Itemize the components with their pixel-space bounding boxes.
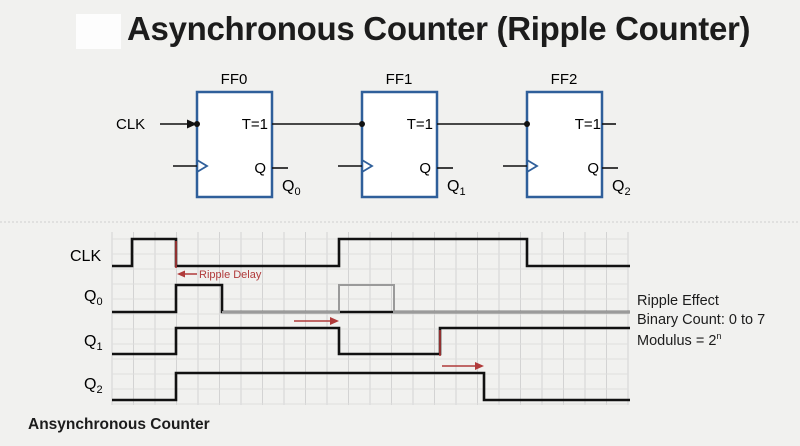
ff2-box — [525, 90, 604, 199]
ff2-t-label: T=1 — [575, 116, 601, 133]
signal-label-q2: Q2 — [84, 376, 103, 396]
flipflop-ff1: FF1 T=1 Q — [360, 71, 439, 199]
circuit: FF0 T=1 Q FF1 T=1 Q FF2 T=1 Q CLK — [116, 71, 631, 199]
clk-waveform — [112, 237, 630, 268]
ff0-q-label: Q — [254, 160, 266, 177]
signal-label-q1: Q1 — [84, 333, 103, 353]
clk-input-label: CLK — [116, 116, 145, 133]
t-junction — [524, 121, 530, 127]
q0-ghost-waveform — [222, 284, 630, 313]
ripple-delay-label: Ripple Delay — [199, 269, 262, 281]
q0-output-label: Q0 — [282, 178, 301, 198]
q2-waveform — [112, 371, 630, 402]
ff2-name: FF2 — [551, 71, 578, 88]
ripple-arrow-head — [475, 362, 484, 370]
ff2-q-label: Q — [587, 160, 599, 177]
timing-grid — [111, 232, 629, 405]
q1-waveform — [112, 326, 630, 356]
ff1-clock-triangle — [361, 159, 374, 173]
signal-label-clk: CLK — [70, 248, 101, 265]
q1-output-label: Q1 — [447, 178, 466, 198]
ff0-name: FF0 — [221, 71, 248, 88]
ff0-clock-triangle — [196, 159, 209, 173]
title-blank-patch — [76, 14, 121, 49]
footer-caption: Ansynchronous Counter — [28, 416, 210, 433]
q2-output-label: Q2 — [612, 178, 631, 198]
flipflop-ff2: FF2 T=1 Q — [525, 71, 604, 199]
clk-junction — [194, 121, 200, 127]
ff1-t-label: T=1 — [407, 116, 433, 133]
ff1-box — [360, 90, 439, 199]
ripple-delay-arrow-head — [177, 270, 185, 278]
timing-diagram: CLK Q0 Q1 Q2 Ripple Delay — [70, 232, 630, 405]
note-ripple-effect: Ripple Effect — [637, 293, 719, 309]
ff0-box — [195, 90, 274, 199]
ff1-name: FF1 — [386, 71, 413, 88]
ff2-clock-triangle — [526, 159, 539, 173]
ripple-arrow-head — [330, 317, 339, 325]
note-binary-count: Binary Count: 0 to 7 — [637, 312, 766, 328]
page-title: Asynchronous Counter (Ripple Counter) — [127, 10, 751, 47]
clk-arrow-head — [187, 119, 197, 129]
note-modulus: Modulus = 2n — [637, 331, 722, 349]
ff0-t-label: T=1 — [242, 116, 268, 133]
t-junction — [359, 121, 365, 127]
signal-label-q0: Q0 — [84, 288, 103, 308]
ff1-q-label: Q — [419, 160, 431, 177]
flipflop-ff0: FF0 T=1 Q — [195, 71, 274, 199]
